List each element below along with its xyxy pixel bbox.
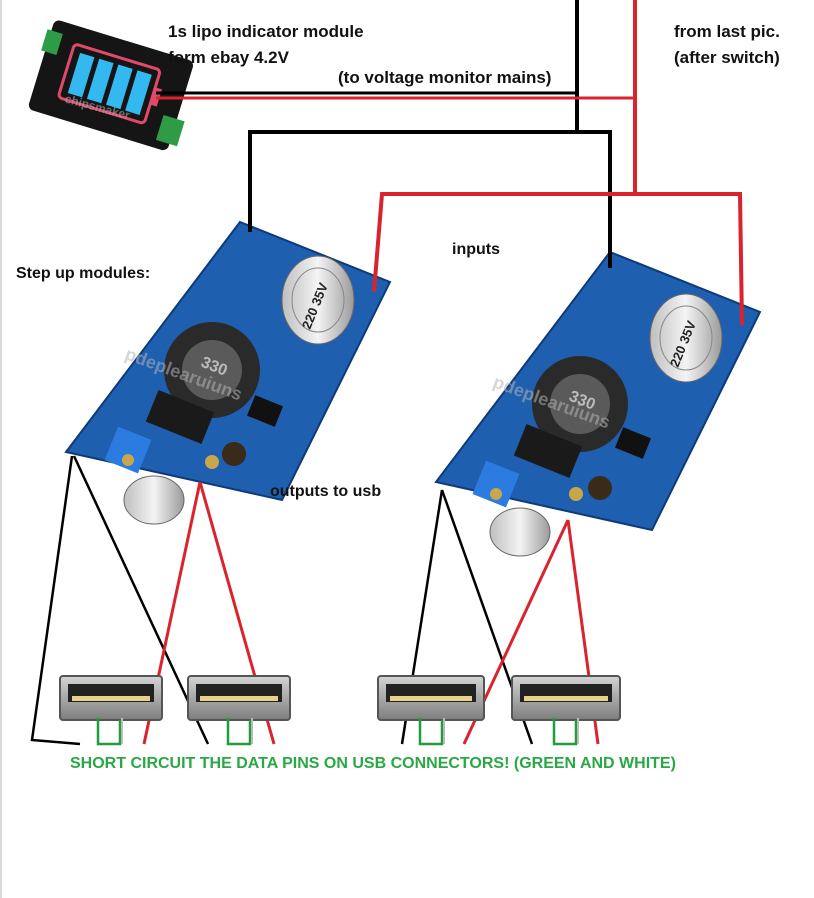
warning-label: SHORT CIRCUIT THE DATA PINS ON USB CONNE… bbox=[70, 755, 676, 772]
data-short-green-2 bbox=[226, 718, 252, 746]
after-switch-label: (after switch) bbox=[674, 48, 780, 67]
ic-chip-right bbox=[513, 423, 583, 479]
lipo-terminal-right bbox=[155, 114, 185, 147]
usb-connector-2 bbox=[187, 675, 291, 746]
usb-connector-4 bbox=[511, 675, 621, 746]
step-up-label: Step up modules: bbox=[16, 265, 151, 282]
battery-bar-3 bbox=[106, 64, 133, 110]
lipo-subtitle: form ebay 4.2V bbox=[168, 48, 289, 67]
capacitor-top-right bbox=[659, 305, 713, 371]
pot-screw-right bbox=[490, 488, 502, 500]
capacitor-small-right bbox=[489, 507, 551, 557]
inductor-core-left bbox=[182, 340, 242, 400]
wire-black-out-left-1 bbox=[30, 455, 81, 746]
step-up-module-right bbox=[434, 250, 762, 557]
lipo-module-body bbox=[28, 20, 194, 151]
usb-connector-1 bbox=[59, 675, 163, 746]
wire-black-inputs bbox=[248, 130, 612, 268]
step-up-module-left bbox=[64, 220, 392, 525]
wire-black-out-left-2 bbox=[72, 455, 210, 745]
potentiometer-left bbox=[104, 426, 152, 474]
pad-right bbox=[569, 487, 583, 501]
battery-bar-1 bbox=[67, 52, 95, 98]
from-last-pic-label: from last pic. bbox=[674, 22, 780, 41]
ic-chip-left bbox=[145, 389, 215, 445]
data-short-green-3 bbox=[418, 718, 444, 746]
diode-left bbox=[246, 395, 284, 427]
potentiometer-right bbox=[472, 460, 520, 508]
capacitor-top-left bbox=[291, 267, 345, 333]
battery-bar-4 bbox=[125, 70, 152, 115]
small-inductor-left bbox=[222, 442, 246, 466]
capacitor-big-left bbox=[281, 255, 355, 345]
inputs-label: inputs bbox=[452, 241, 500, 258]
inductor-core-right bbox=[550, 374, 610, 434]
data-short-green-1 bbox=[96, 718, 122, 746]
small-inductor-right bbox=[588, 476, 612, 500]
capacitor-small-left bbox=[123, 475, 185, 525]
outputs-label: outputs to usb bbox=[270, 483, 382, 500]
battery-bar-2 bbox=[86, 58, 114, 104]
pot-screw-left bbox=[122, 454, 134, 466]
left-border bbox=[0, 0, 2, 898]
capacitor-big-right bbox=[649, 293, 723, 383]
wire-red-inputs bbox=[372, 192, 744, 326]
lipo-indicator-module bbox=[28, 20, 194, 151]
usb-connector-3 bbox=[377, 675, 485, 746]
lipo-title: 1s lipo indicator module bbox=[168, 22, 364, 41]
pad-left bbox=[205, 455, 219, 469]
lipo-terminal-left bbox=[41, 29, 63, 56]
diode-right bbox=[614, 427, 652, 459]
voltage-monitor-label: (to voltage monitor mains) bbox=[338, 68, 552, 87]
data-short-green-4 bbox=[552, 718, 578, 746]
